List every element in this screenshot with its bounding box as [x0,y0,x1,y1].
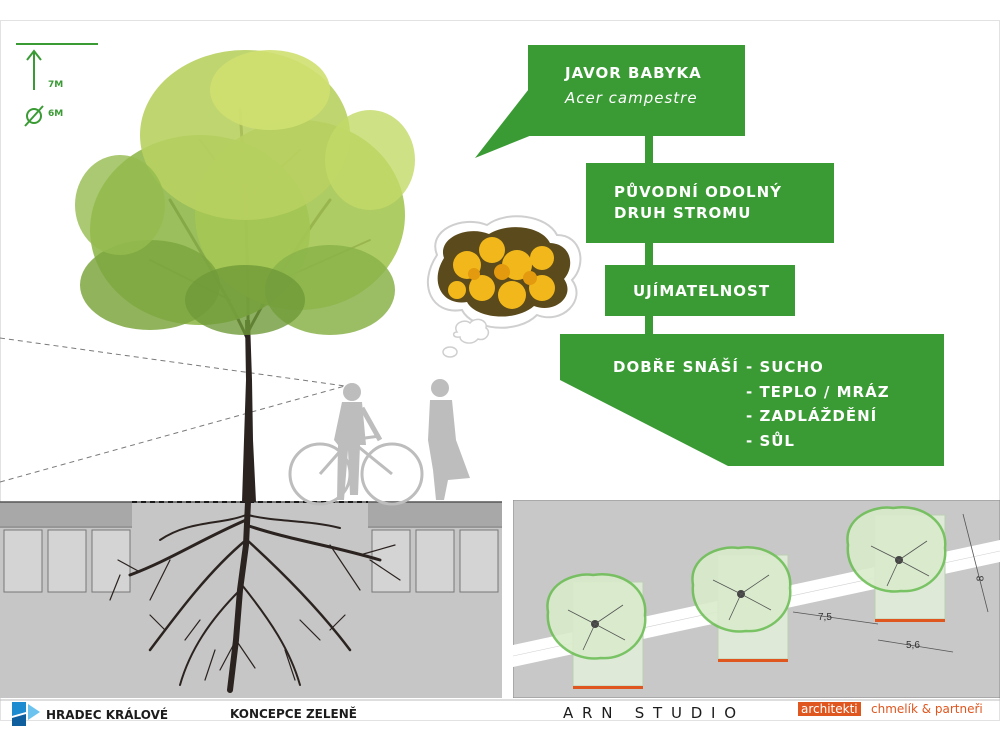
diameter-label: 6M [48,109,64,119]
tolerance-item-paving: - ZADLÁŽDĚNÍ [746,407,878,425]
native-trait-box: PŮVODNÍ ODOLNÝ DRUH STROMU [586,163,834,243]
rooting-trait-box: UJÍMATELNOST [605,265,795,316]
native-trait-line-2: DRUH STROMU [614,204,752,222]
footer-studio: A R N S T U D I O [563,704,739,722]
height-label: 7M [48,80,64,90]
tolerance-label: DOBŘE SNÁŠÍ [613,358,740,376]
tolerance-box-shape [560,334,944,466]
cyclist-silhouette [288,383,424,506]
footer-firm-left: architekti [798,702,861,716]
species-pointer [475,85,532,158]
plan-spacing-label: 7,5 [818,612,832,623]
species-common-name: JAVOR BABYKA [565,64,702,82]
tolerance-item-drought: - SUCHO [746,358,824,376]
footer-project: KONCEPCE ZELENĚ [230,707,357,721]
planting-plan [513,500,1000,698]
species-latin-name: Acer campestre [565,89,698,107]
diameter-icon [26,108,42,124]
footer-firm-right: chmelík & partneři [871,702,983,716]
tree-plan-1 [546,572,647,689]
rooting-trait-label: UJÍMATELNOST [633,282,771,300]
autumn-leaves-bubble [427,215,582,358]
native-trait-line-1: PŮVODNÍ ODOLNÝ [614,183,783,201]
pedestrian-silhouette [428,379,470,500]
plan-height-label: 8 [975,575,987,582]
tree-canopy [75,50,415,335]
tree-roots [109,499,401,693]
species-box: JAVOR BABYKA Acer campestre [528,45,745,136]
tree-trunk [242,320,256,502]
plan-width-label: 5,6 [906,640,920,651]
city-logo-icon [12,702,40,726]
legend-icons [16,43,98,127]
tree-plan-3 [846,505,947,622]
tree-plan-2 [691,545,792,662]
tolerance-item-heat-frost: - TEPLO / MRÁZ [746,383,890,401]
street-elevation [0,50,502,698]
tolerance-box: DOBŘE SNÁŠÍ - SUCHO - TEPLO / MRÁZ - ZAD… [560,334,944,466]
tolerance-item-salt: - SŮL [746,432,795,450]
footer-city: HRADEC KRÁLOVÉ [46,708,169,722]
